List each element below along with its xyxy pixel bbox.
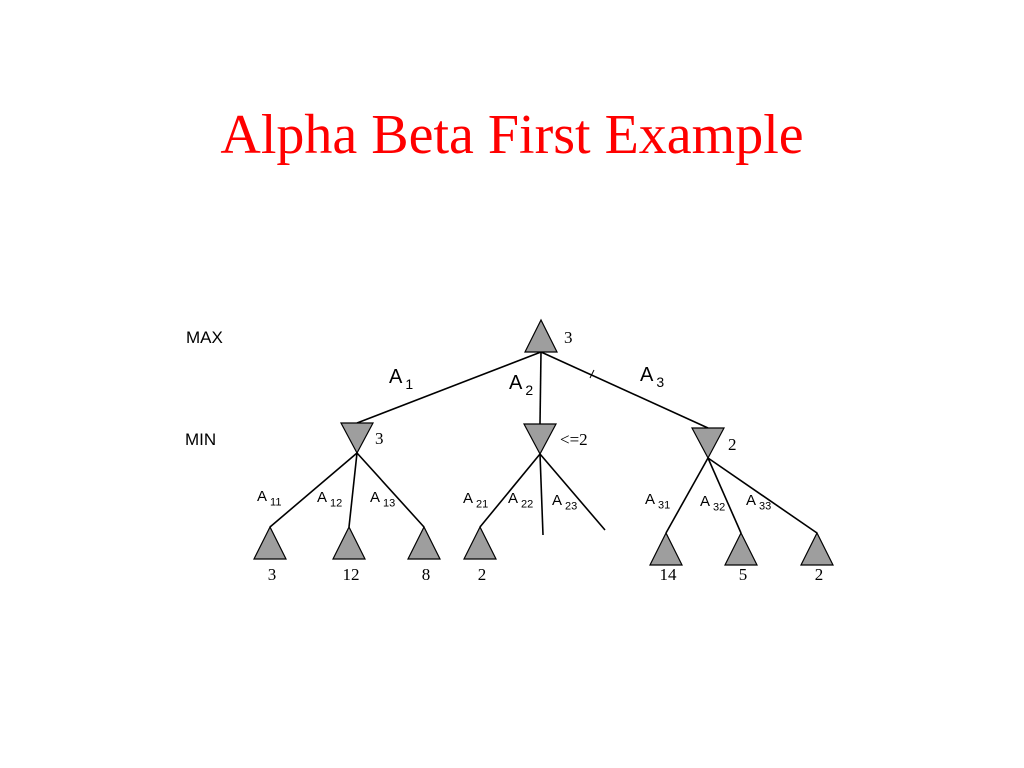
edge-min-2-to-leaf-3 (539, 453, 606, 531)
action-letter: A (509, 372, 523, 394)
min-value-1: 3 (375, 429, 384, 448)
pruning-mark (589, 369, 595, 379)
leaf-value-1-2: 12 (343, 565, 360, 584)
leaf-value-3-1: 14 (660, 565, 678, 584)
leaf-value-1-1: 3 (268, 565, 277, 584)
edge-min-2-to-leaf-1 (479, 453, 541, 528)
leaf-node-3-2 (724, 531, 758, 566)
action-letter: A (645, 491, 655, 508)
action-subscript: 3 (656, 374, 664, 390)
tree-nodes (253, 318, 834, 566)
action-subscript: 12 (330, 498, 342, 510)
action-letter: A (463, 490, 473, 507)
edge-min-2-to-leaf-2 (539, 453, 544, 536)
edge-min-1-to-leaf-2 (348, 452, 358, 528)
edge-root-to-min-1 (356, 351, 542, 424)
leaf-node-1-2 (332, 525, 366, 560)
action-letter: A (370, 489, 380, 506)
max-level-label: MAX (186, 328, 223, 347)
action-letter: A (257, 488, 267, 505)
max-root-node (524, 318, 558, 353)
action-letter: A (640, 364, 654, 386)
edge-min-3-to-leaf-1 (665, 457, 709, 534)
edge-min-1-to-leaf-3 (356, 452, 425, 528)
edge-min-1-to-leaf-1 (269, 452, 358, 528)
min-level-label: MIN (185, 430, 216, 449)
edge-min-3-to-leaf-3 (707, 457, 818, 534)
min-node-2 (523, 423, 557, 456)
edge-min-3-to-leaf-2 (707, 457, 742, 534)
leaf-node-2-1 (463, 525, 497, 560)
min-value-2: <=2 (560, 430, 588, 449)
edge-root-to-min-2 (539, 351, 542, 425)
leaf-value-1-3: 8 (422, 565, 431, 584)
slide-title: Alpha Beta First Example (220, 104, 804, 166)
action-letter: A (700, 493, 710, 510)
leaf-value-3-3: 2 (815, 565, 824, 584)
action-subscript: 21 (476, 499, 488, 511)
action-subscript: 11 (270, 497, 281, 509)
action-subscript: 2 (525, 382, 533, 398)
action-subscript: 31 (658, 500, 670, 512)
leaf-node-1-1 (253, 525, 287, 560)
leaf-value-3-2: 5 (739, 565, 748, 584)
tree-edges (269, 351, 818, 536)
min-value-3: 2 (728, 435, 737, 454)
min-node-1 (340, 422, 374, 455)
leaf-node-1-3 (407, 525, 441, 560)
action-subscript: 32 (713, 502, 725, 514)
action-subscript: 13 (383, 498, 395, 510)
action-subscript: 23 (565, 501, 577, 513)
min-node-3 (691, 427, 725, 460)
action-letter: A (508, 490, 518, 507)
root-value: 3 (564, 328, 573, 347)
action-letter: A (746, 492, 756, 509)
action-letter: A (552, 492, 562, 509)
leaf-node-3-1 (649, 531, 683, 566)
action-letter: A (389, 366, 403, 388)
action-subscript: 33 (759, 501, 771, 513)
leaf-node-3-3 (800, 531, 834, 566)
edge-root-to-min-3 (540, 351, 709, 429)
action-subscript: 1 (405, 376, 413, 392)
leaf-value-2-1: 2 (478, 565, 487, 584)
action-subscript: 22 (521, 499, 533, 511)
action-letter: A (317, 489, 327, 506)
